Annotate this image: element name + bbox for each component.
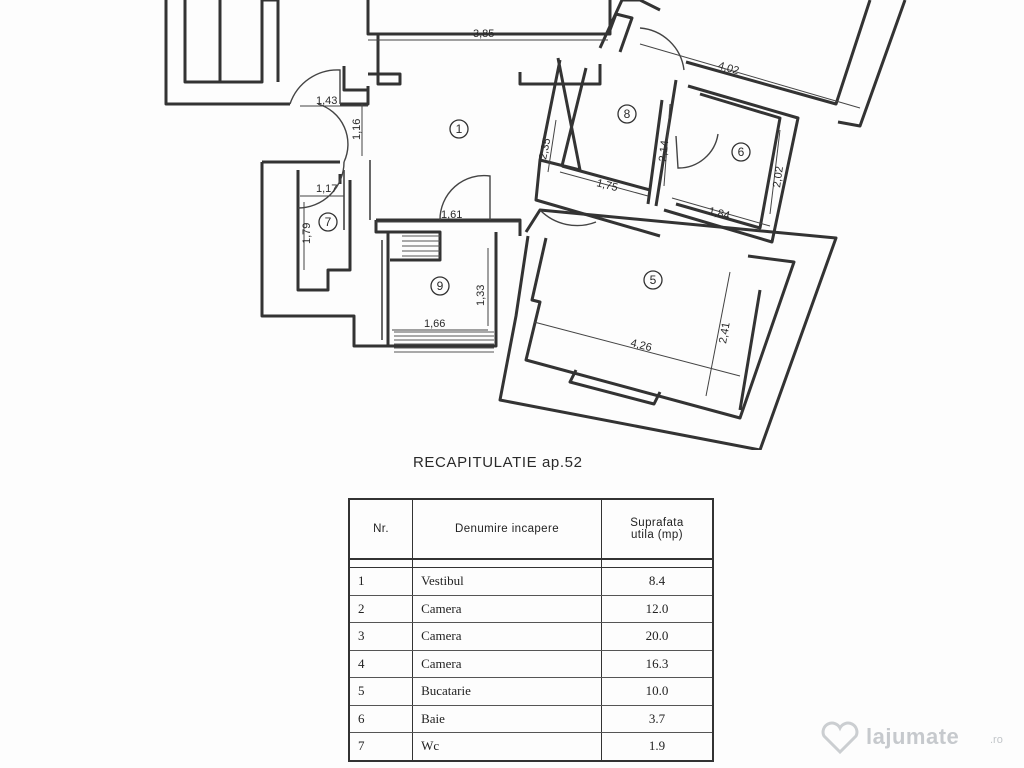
dim-label: 1,16 — [351, 119, 363, 140]
row-name: Camera — [412, 595, 602, 623]
room-marker-8: 8 — [617, 104, 637, 124]
row-nr: 6 — [348, 705, 414, 733]
row-area: 20.0 — [600, 622, 714, 651]
stairs-lower — [394, 331, 494, 353]
wall-room-7 — [260, 160, 390, 348]
row-area: 1.9 — [600, 732, 714, 761]
door-wc — [297, 161, 345, 209]
row-area: 16.3 — [600, 650, 714, 678]
dim-label: 2,41 — [717, 321, 733, 344]
row-area: 12.0 — [600, 595, 714, 623]
table-row: 5 Bucatarie 10.0 — [348, 677, 714, 706]
dimension-lines — [300, 39, 861, 397]
heart-logo-icon — [821, 721, 859, 755]
dim-label: 1,84 — [707, 205, 731, 222]
room-marker-7: 7 — [318, 212, 338, 232]
dim-label: 1,66 — [424, 318, 445, 330]
table-row: 6 Baie 3.7 — [348, 705, 714, 733]
watermark-suffix: .ro — [990, 734, 1003, 746]
room-marker-5: 5 — [643, 270, 663, 290]
watermark-text: lajumate — [866, 724, 960, 749]
dim-label: 2,14 — [657, 140, 671, 163]
table-spacer-row — [348, 559, 714, 568]
table-row: 7 Wc 1.9 — [348, 732, 714, 761]
wall-upper-right — [598, 0, 907, 244]
svg-text:5: 5 — [650, 273, 657, 287]
floor-plan: 3,85 4,02 1,43 1,16 2,35 2,14 2,02 1,75 … — [164, 0, 907, 450]
row-nr: 4 — [348, 650, 414, 678]
row-nr: 1 — [348, 567, 414, 596]
watermark: lajumate .ro — [818, 718, 1018, 758]
room-marker-6: 6 — [731, 142, 751, 162]
wall-west — [342, 66, 370, 104]
table-row: 4 Camera 16.3 — [348, 650, 714, 678]
row-nr: 5 — [348, 677, 414, 706]
svg-text:9: 9 — [437, 279, 444, 293]
row-nr: 7 — [348, 732, 414, 761]
row-name: Wc — [412, 732, 602, 761]
row-area: 10.0 — [600, 677, 714, 706]
row-nr: 2 — [348, 595, 414, 623]
dim-label: 2,02 — [771, 166, 786, 189]
door-room-9 — [439, 174, 491, 221]
door-entrance — [289, 69, 341, 105]
wall-top-corridor — [366, 0, 612, 86]
dim-label: 1,43 — [316, 95, 337, 107]
room-marker-9: 9 — [430, 276, 450, 296]
dim-label: 1,17 — [316, 183, 337, 195]
door-kitchen — [539, 209, 597, 227]
row-name: Camera — [412, 622, 602, 651]
wall-kitchen — [498, 208, 838, 450]
room-marker-1: 1 — [449, 119, 469, 139]
row-area: 8.4 — [600, 567, 714, 596]
svg-text:7: 7 — [325, 215, 332, 229]
header-nr: Nr. — [348, 498, 414, 560]
row-area: 3.7 — [600, 705, 714, 733]
dim-label: 3,85 — [473, 28, 494, 40]
table-row: 3 Camera 20.0 — [348, 622, 714, 651]
door-vestibul-upper — [317, 103, 349, 163]
row-name: Vestibul — [412, 567, 602, 596]
svg-text:1: 1 — [456, 122, 463, 136]
recap-title: RECAPITULATIE ap.52 — [413, 454, 583, 471]
row-name: Camera — [412, 650, 602, 678]
recap-table: Nr. Denumire incapere Suprafata utila (m… — [348, 498, 714, 762]
dim-label: 4,26 — [629, 337, 653, 354]
recap-header-row: Nr. Denumire incapere Suprafata utila (m… — [348, 498, 714, 560]
wall-inner-lines — [343, 160, 383, 340]
dim-label: 1,33 — [475, 285, 487, 306]
header-name: Denumire incapere — [412, 498, 602, 560]
dim-label: 1,75 — [595, 177, 619, 194]
dim-label: 1,61 — [441, 209, 462, 221]
row-name: Bucatarie — [412, 677, 602, 706]
header-area-line2: utila (mp) — [631, 529, 683, 541]
dim-label: 2,35 — [537, 137, 553, 160]
dim-label: 4,02 — [717, 60, 741, 77]
table-row: 1 Vestibul 8.4 — [348, 567, 714, 596]
door-bath — [675, 133, 719, 169]
stairs-upper — [402, 235, 440, 257]
header-area-line1: Suprafata — [630, 517, 684, 529]
wall-rooms-6-8 — [534, 57, 678, 238]
table-row: 2 Camera 12.0 — [348, 595, 714, 623]
dim-label: 1,79 — [301, 223, 313, 244]
row-nr: 3 — [348, 622, 414, 651]
header-area: Suprafata utila (mp) — [600, 498, 714, 560]
svg-text:8: 8 — [624, 107, 631, 121]
row-name: Baie — [412, 705, 602, 733]
door-top-right — [639, 27, 685, 71]
wall-upper-left — [164, 0, 370, 106]
svg-text:6: 6 — [738, 145, 745, 159]
